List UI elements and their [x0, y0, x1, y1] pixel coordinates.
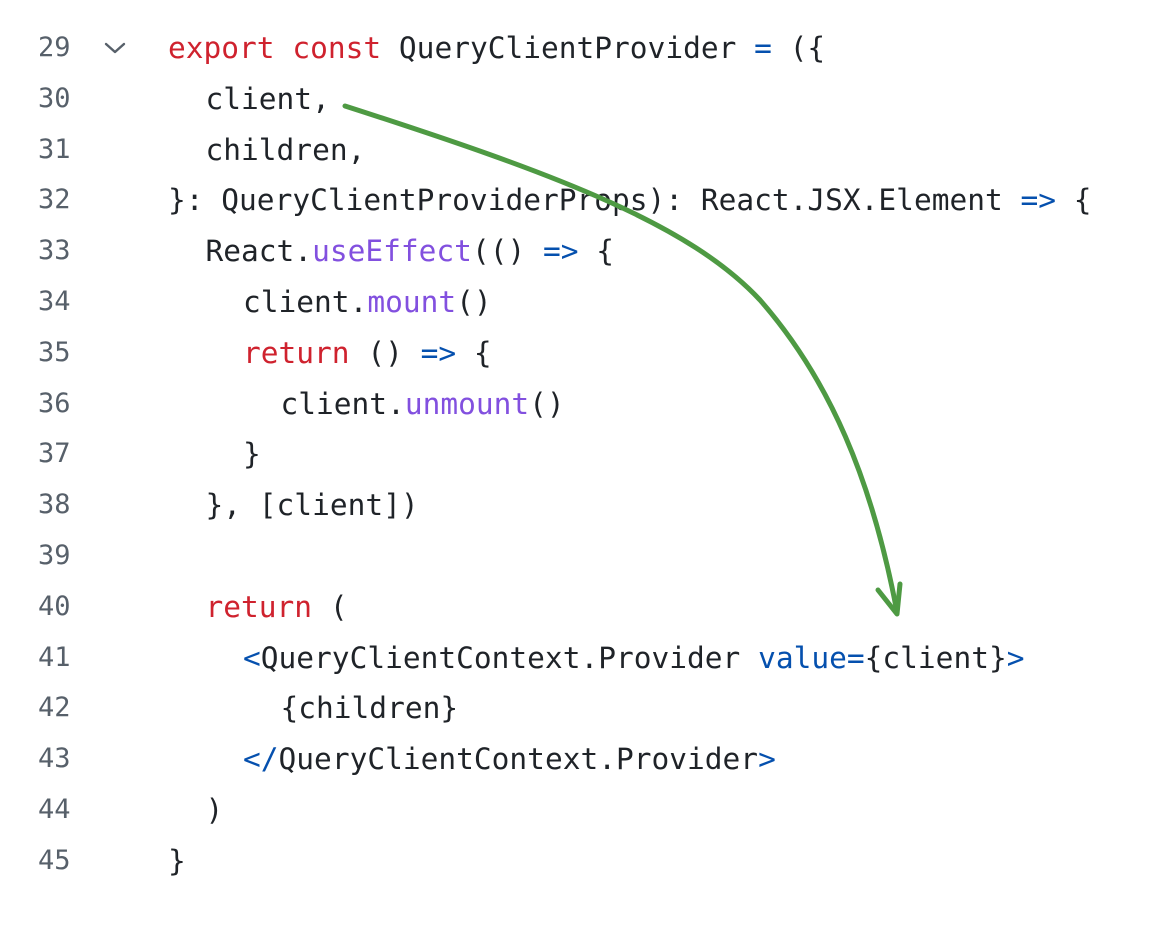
code-token: unmount: [404, 386, 530, 421]
code-line: 35 return () => {: [0, 328, 1176, 378]
code-token: return: [243, 335, 350, 370]
code-line: 31 children,: [0, 125, 1176, 175]
code-token: React.: [205, 234, 313, 269]
line-number: 29: [38, 32, 71, 63]
line-number: 37: [38, 438, 71, 470]
code-token: =>: [420, 335, 457, 370]
line-number: 34: [38, 286, 71, 317]
code-token: >: [758, 742, 776, 777]
code-token: ): [205, 793, 224, 827]
code-line: 39: [0, 531, 1176, 581]
code-token: =: [754, 31, 772, 65]
code-text[interactable]: </QueryClientContext.Provider>: [243, 734, 776, 784]
code-text[interactable]: return (: [206, 582, 348, 632]
line-number: 45: [38, 844, 71, 876]
code-line: 29 export const QueryClientProvider = ({: [0, 23, 1176, 73]
code-token: ({: [771, 31, 826, 65]
code-line: 37}: [0, 429, 1176, 479]
code-line: 33 React.useEffect(() => {: [0, 226, 1176, 276]
code-token: QueryClientProvider: [381, 31, 755, 65]
code-line: 40 return (: [0, 582, 1176, 632]
code-line: 38 }, [client]): [0, 480, 1176, 530]
line-number: 36: [38, 387, 71, 419]
code-text[interactable]: children,: [206, 125, 366, 175]
code-text[interactable]: client.unmount(): [281, 379, 565, 429]
code-token: }, [client]): [205, 488, 419, 523]
code-token: return: [205, 589, 313, 624]
code-text[interactable]: client.mount(): [243, 277, 492, 327]
code-line: 34 client.mount(): [0, 277, 1176, 327]
code-token: =>: [542, 234, 579, 269]
code-token: export: [168, 31, 275, 65]
line-number: 42: [38, 692, 71, 724]
code-token: {: [456, 335, 492, 370]
chevron-down-icon[interactable]: [102, 38, 128, 58]
code-token: mount: [367, 285, 457, 319]
code-token: [275, 31, 293, 65]
code-text[interactable]: {children}: [281, 683, 459, 733]
code-text[interactable]: client,: [206, 74, 330, 124]
code-text[interactable]: <QueryClientContext.Provider value={clie…: [243, 633, 1025, 683]
code-token: useEffect: [312, 234, 472, 269]
code-text[interactable]: ): [206, 785, 224, 835]
code-line: 32 }: QueryClientProviderProps): React.JS…: [0, 175, 1176, 225]
code-token: }: [168, 843, 186, 878]
line-number: 35: [38, 336, 71, 368]
code-line: 45}: [0, 836, 1176, 886]
line-number: 43: [38, 743, 71, 775]
code-token: </: [243, 742, 279, 777]
code-text[interactable]: React.useEffect(() => {: [206, 226, 615, 276]
code-token: }: QueryClientProviderProps): React.JSX.…: [168, 183, 1021, 218]
code-token: children,: [205, 132, 366, 167]
code-token: ((): [471, 234, 543, 269]
code-line: 30 client,: [0, 74, 1176, 124]
code-token: QueryClientContext.Provider: [278, 742, 759, 777]
code-token: (): [456, 285, 492, 319]
code-token: (: [312, 589, 348, 624]
line-number: 32: [38, 184, 71, 216]
code-token: (): [529, 386, 565, 421]
code-line: 44): [0, 785, 1176, 835]
code-token: {: [1056, 183, 1092, 218]
code-text[interactable]: }, [client]): [206, 480, 419, 530]
code-token: {client}: [864, 640, 1007, 675]
code-line: 36 client.unmount(): [0, 379, 1176, 429]
code-token: value=: [758, 640, 865, 675]
code-token: }: [243, 437, 261, 472]
code-token: const: [292, 31, 382, 65]
line-number: 39: [38, 540, 71, 571]
code-line: 43 </QueryClientContext.Provider>: [0, 734, 1176, 784]
code-token: {children}: [280, 691, 459, 726]
code-text[interactable]: }: QueryClientProviderProps): React.JSX.…: [168, 175, 1092, 225]
code-line: 41 <QueryClientContext.Provider value={cl…: [0, 633, 1176, 683]
line-number: 33: [38, 235, 71, 267]
code-token: client,: [205, 81, 330, 116]
line-number: 30: [38, 82, 71, 114]
line-number: 44: [38, 794, 71, 825]
code-line: 42 {children}: [0, 683, 1176, 733]
code-token: (): [349, 335, 421, 370]
code-text[interactable]: }: [168, 836, 186, 886]
code-token: <: [243, 640, 261, 675]
code-token: client.: [243, 285, 368, 319]
code-token: QueryClientContext.Provider: [260, 640, 759, 675]
code-token: >: [1006, 640, 1025, 675]
line-number: 40: [38, 590, 71, 622]
code-text[interactable]: return () => {: [243, 328, 492, 378]
line-number: 31: [38, 133, 71, 165]
code-token: client.: [280, 386, 405, 421]
code-token: {: [578, 234, 615, 269]
code-text[interactable]: }: [243, 429, 261, 479]
code-text[interactable]: export const QueryClientProvider = ({: [168, 23, 825, 73]
line-number: 38: [38, 489, 71, 521]
code-token: =>: [1020, 183, 1057, 218]
line-number: 41: [38, 641, 71, 673]
